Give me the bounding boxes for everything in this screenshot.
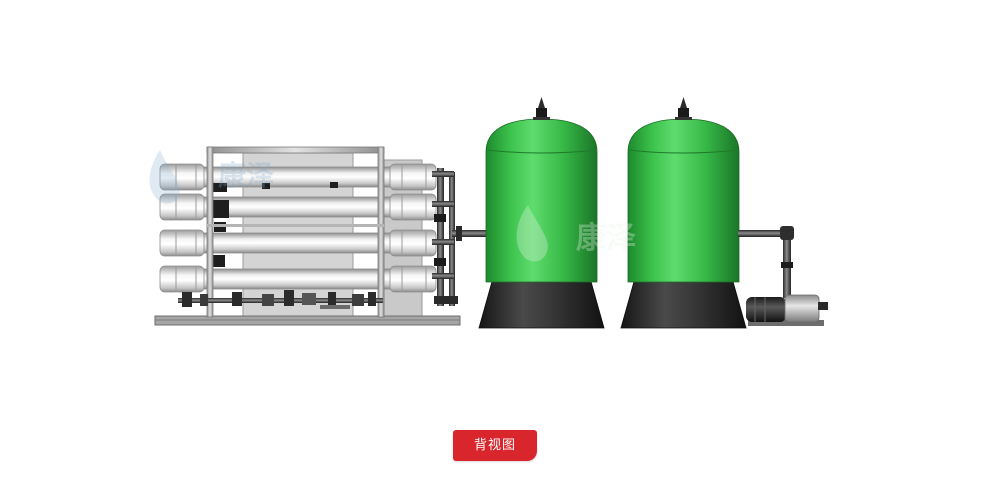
tank-1-skirt <box>478 277 605 329</box>
filter-tank-1 <box>478 97 605 329</box>
pipe-tank2-to-pump <box>738 226 794 298</box>
pump-head <box>784 294 820 323</box>
membrane-tube-row-3 <box>159 229 437 257</box>
watermark-text-center: 康泽 <box>576 221 636 256</box>
watermark-logo-left: 康泽 <box>149 150 274 204</box>
membrane-tube-row-1 <box>159 163 437 191</box>
pipe-ro-to-tank1 <box>452 226 488 241</box>
membrane-tube-row-2 <box>159 193 437 221</box>
tank-2-seam <box>627 149 740 154</box>
pump-outlet <box>818 302 828 310</box>
watermark-logo-center: 康泽 <box>516 205 636 262</box>
tank-2-skirt <box>620 277 747 329</box>
back-view-label-button[interactable]: 背视图 <box>453 430 537 461</box>
tank-1-seam <box>485 149 598 154</box>
ro-membrane-rack <box>154 146 461 326</box>
tank-2-body <box>627 118 740 283</box>
watermark-text-left: 康泽 <box>218 159 274 192</box>
membrane-tube-row-4 <box>159 265 437 293</box>
rack-frame <box>206 146 385 318</box>
pump-base <box>748 320 824 326</box>
rack-bottom-plumbing <box>178 290 383 309</box>
filter-tank-2 <box>620 97 747 329</box>
tank-2-top-valve <box>675 97 692 120</box>
tank-1-top-valve <box>533 97 550 120</box>
booster-pump <box>746 294 828 326</box>
rack-right-manifold <box>432 168 458 306</box>
pump-motor <box>746 297 786 322</box>
